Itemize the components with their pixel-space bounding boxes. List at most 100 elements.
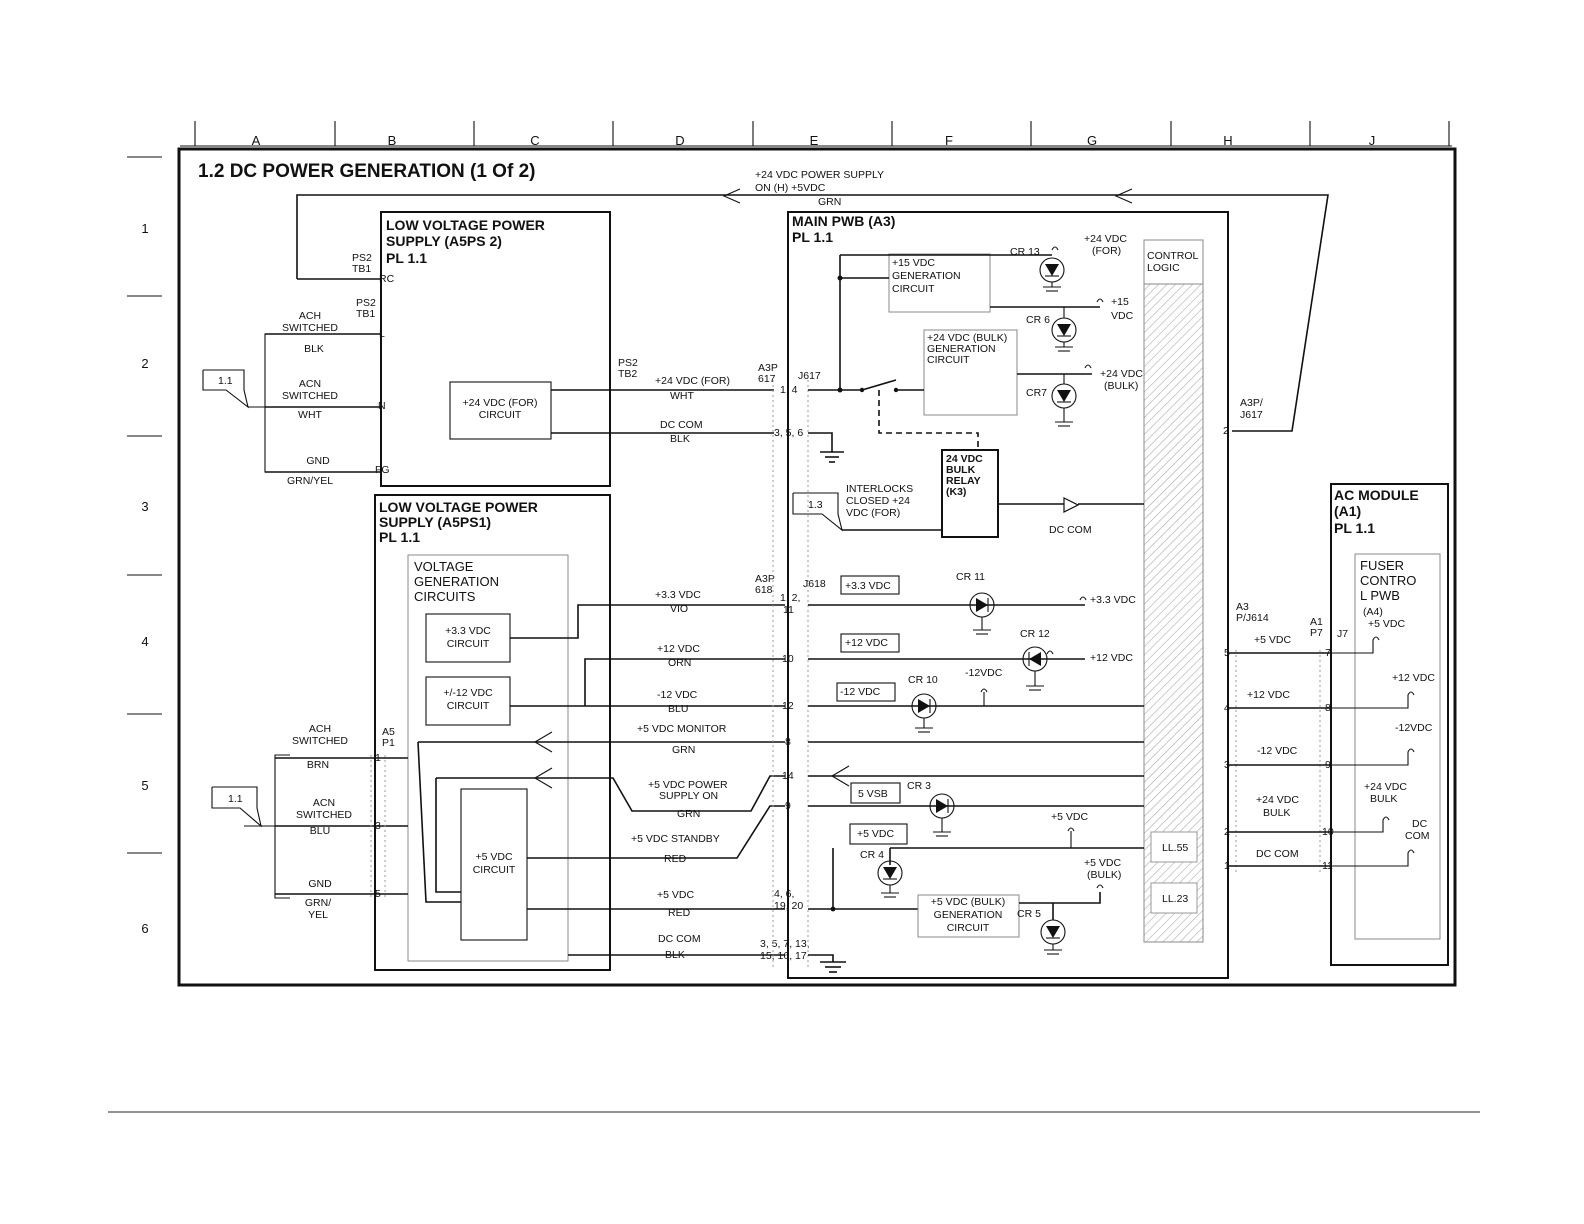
svg-text:+5 VDC: +5 VDC [1051,811,1088,823]
svg-text:-12VDC: -12VDC [965,667,1003,679]
lvps1-block: LOW VOLTAGE POWER SUPPLY (A5PS1) PL 1.1 … [374,494,611,971]
svg-text:CR 3: CR 3 [907,780,931,792]
svg-text:ORN: ORN [668,657,691,669]
col-label-e: E [810,133,819,148]
grid-frame: A B C D E F G H J 1 2 3 4 5 6 [127,121,1452,936]
svg-text:+3.3 VDC: +3.3 VDC [445,625,491,637]
svg-text:PS2: PS2 [618,357,638,369]
svg-text:9: 9 [1325,759,1331,771]
svg-text:+3.3 VDC: +3.3 VDC [845,580,891,592]
svg-text:PL 1.1: PL 1.1 [386,250,427,266]
svg-text:GRN: GRN [818,196,841,208]
svg-text:GRN/YEL: GRN/YEL [287,475,333,487]
svg-text:2: 2 [1223,425,1229,437]
svg-text:+5 VDC: +5 VDC [1084,857,1121,869]
col-label-a: A [252,133,261,148]
svg-text:DC COM: DC COM [1049,524,1092,536]
svg-text:+5 VDC: +5 VDC [857,828,894,840]
svg-text:+12 VDC: +12 VDC [845,637,888,649]
svg-text:2: 2 [1224,826,1230,838]
svg-text:5: 5 [375,888,381,900]
lvps2-outputs: PS2 TB2 +24 VDC (FOR) WHT DC COM BLK A3P… [551,357,821,445]
svg-text:-12VDC: -12VDC [1395,722,1433,734]
svg-text:RED: RED [668,907,691,919]
main-pwb-block: MAIN PWB (A3) PL 1.1 CONTROL LOGIC LL.55… [787,211,1229,979]
svg-text:RELAY: RELAY [946,475,981,487]
cr4-led: CR 4 [860,849,903,898]
svg-text:TB1: TB1 [356,308,375,320]
diagram-frame [177,147,1457,987]
svg-text:SWITCHED: SWITCHED [292,735,348,747]
svg-text:-12 VDC: -12 VDC [1257,745,1298,757]
svg-text:+24 VDC POWER SUPPLY: +24 VDC POWER SUPPLY [755,169,884,181]
svg-text:DC COM: DC COM [658,933,701,945]
svg-text:SWITCHED: SWITCHED [282,322,338,334]
svg-text:SWITCHED: SWITCHED [282,390,338,402]
svg-text:SWITCHED: SWITCHED [296,809,352,821]
svg-text:CONTROL: CONTROL [1147,250,1198,262]
svg-text:+24 VDC (FOR): +24 VDC (FOR) [463,397,538,409]
svg-text:+12 VDC: +12 VDC [1090,652,1133,664]
svg-text:(FOR): (FOR) [1092,245,1121,257]
row-label-4: 4 [141,634,148,649]
svg-text:DC: DC [1412,818,1428,830]
cr11-led: CR 11 [956,571,995,635]
diagram-title: 1.2 DC POWER GENERATION (1 Of 2) [198,161,535,182]
svg-text:WHT: WHT [670,390,694,402]
svg-text:+24 VDC: +24 VDC [1100,368,1143,380]
svg-text:L PWB: L PWB [1360,588,1400,603]
row-label-6: 6 [141,921,148,936]
svg-text:4: 4 [1224,702,1230,714]
svg-text:CIRCUIT: CIRCUIT [927,354,970,366]
svg-text:-12 VDC: -12 VDC [657,689,698,701]
svg-text:1, 2,: 1, 2, [780,592,800,604]
svg-text:SUPPLY (A5PS 2): SUPPLY (A5PS 2) [386,233,502,249]
svg-text:4, 6,: 4, 6, [774,888,794,900]
svg-text:VDC: VDC [1111,310,1134,322]
svg-text:YEL: YEL [308,909,328,921]
svg-text:617: 617 [758,373,776,385]
lvps1-outputs: +3.3 VDC VIO +12 VDC ORN -12 VDC BLU +5 … [417,380,826,970]
svg-text:11: 11 [1322,860,1333,872]
svg-text:24 VDC: 24 VDC [946,453,983,465]
svg-text:A3: A3 [1236,601,1249,613]
svg-text:CR7: CR7 [1026,387,1047,399]
svg-text:PS2: PS2 [356,297,376,309]
svg-text:INTERLOCKS: INTERLOCKS [846,483,913,495]
lvps2-block: LOW VOLTAGE POWER SUPPLY (A5PS 2) PL 1.1… [352,211,611,487]
svg-text:TB2: TB2 [618,368,637,380]
svg-text:COM: COM [1405,830,1430,842]
svg-text:BULK: BULK [1263,807,1290,819]
svg-text:FUSER: FUSER [1360,558,1404,573]
svg-text:CLOSED +24: CLOSED +24 [846,495,910,507]
svg-text:(K3): (K3) [946,486,966,498]
row-label-3: 3 [141,499,148,514]
cr6-led: CR 6 [1026,307,1077,352]
svg-text:+5 VDC: +5 VDC [475,851,512,863]
col-label-c: C [530,133,539,148]
svg-text:-12 VDC: -12 VDC [840,686,881,698]
cr12-led: CR 12 [1020,628,1050,691]
svg-text:SUPPLY ON: SUPPLY ON [659,790,718,802]
col-label-b: B [388,133,397,148]
svg-text:LOW VOLTAGE POWER: LOW VOLTAGE POWER [379,499,538,515]
svg-text:VOLTAGE: VOLTAGE [414,559,474,574]
svg-text:+5 VDC (BULK): +5 VDC (BULK) [931,896,1005,908]
svg-text:BLK: BLK [670,433,690,445]
svg-text:PL 1.1: PL 1.1 [792,229,833,245]
svg-text:7: 7 [1325,647,1331,659]
row-label-1: 1 [141,221,148,236]
col-label-f: F [945,133,953,148]
svg-text:+/-12 VDC: +/-12 VDC [443,687,493,699]
svg-text:15, 16, 17: 15, 16, 17 [760,950,807,962]
svg-text:3: 3 [375,820,381,832]
svg-text:PS2: PS2 [352,252,372,264]
svg-text:1: 1 [375,752,381,764]
cr7-led: CR7 [1026,374,1077,427]
svg-text:GENERATION: GENERATION [414,574,499,589]
svg-text:BULK: BULK [946,464,976,476]
svg-text:DC COM: DC COM [1256,848,1299,860]
svg-text:L: L [379,328,385,340]
svg-text:VIO: VIO [670,603,688,615]
